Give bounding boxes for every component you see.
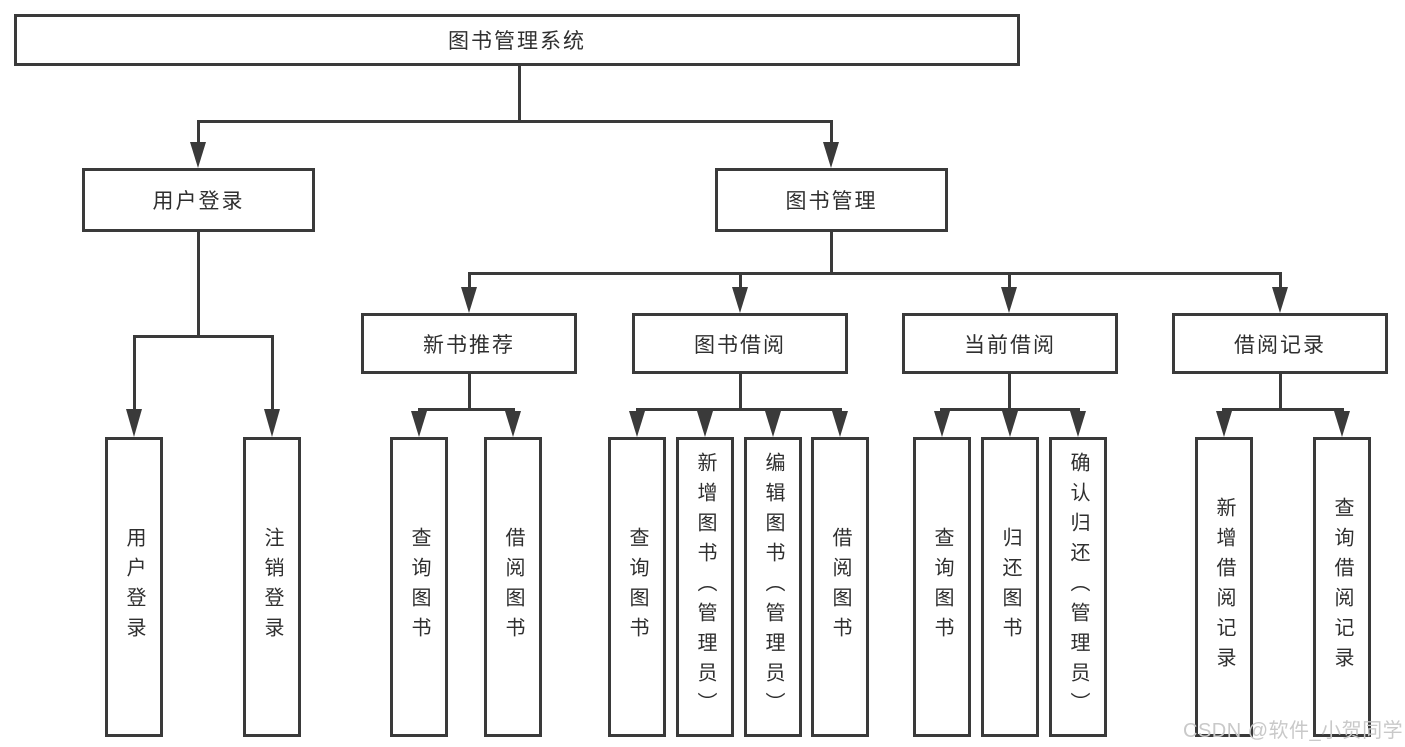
leaf-records-query-record-label: 查询借阅记录 [1331,497,1353,677]
leaf-user-login-label: 用户登录 [123,527,145,647]
arrowhead-icon [1216,411,1232,437]
leaf-current-query-books-label: 查询图书 [931,527,953,647]
leaf-records-add-record-label: 新增借阅记录 [1213,497,1235,677]
leaf-recommend-borrow-books: 借阅图书 [484,437,542,737]
leaf-current-return-books: 归还图书 [981,437,1039,737]
arrowhead-icon [934,411,950,437]
connector-level3-drop-3 [1008,272,1011,287]
arrowhead-icon [1272,287,1288,313]
arrowhead-icon [1334,411,1350,437]
leaf-logout: 注销登录 [243,437,301,737]
leaf-records-query-record: 查询借阅记录 [1313,437,1371,737]
connector-root-stem [518,66,521,120]
node-new-book-recommend-label: 新书推荐 [423,333,515,357]
node-user-login: 用户登录 [82,168,315,232]
leaf-borrow-edit-books-admin: 编辑图书（管理员） [744,437,802,737]
connector-user-login-stem [197,232,200,335]
arrowhead-icon [264,409,280,437]
leaf-user-login: 用户登录 [105,437,163,737]
arrowhead-icon [505,411,521,437]
arrowhead-icon [823,142,839,168]
connector-borrow-records-bar [1222,408,1344,411]
connector-book-borrow-bar [636,408,842,411]
node-root-label: 图书管理系统 [448,30,586,53]
connector-level3-drop-1 [468,272,471,287]
connector-book-mgmt-stem [830,232,833,272]
node-book-borrow: 图书借阅 [632,313,848,374]
arrowhead-icon [629,411,645,437]
leaf-logout-label: 注销登录 [261,527,283,647]
node-root: 图书管理系统 [14,14,1020,66]
node-borrow-records: 借阅记录 [1172,313,1388,374]
leaf-current-return-books-label: 归还图书 [999,527,1021,647]
arrowhead-icon [126,409,142,437]
connector-new-book-stem [468,374,471,408]
arrowhead-icon [190,142,206,168]
connector-borrow-records-stem [1279,374,1282,408]
node-new-book-recommend: 新书推荐 [361,313,577,374]
node-current-borrow-label: 当前借阅 [964,333,1056,357]
connector-level2-bar [197,120,833,123]
connector-level3-bar [468,272,1282,275]
arrowhead-icon [461,287,477,313]
node-book-management: 图书管理 [715,168,948,232]
leaf-borrow-borrow-books: 借阅图书 [811,437,869,737]
node-current-borrow: 当前借阅 [902,313,1118,374]
leaf-borrow-add-books-admin: 新增图书（管理员） [676,437,734,737]
node-book-borrow-label: 图书借阅 [694,333,786,357]
leaf-borrow-borrow-books-label: 借阅图书 [829,527,851,647]
leaf-current-confirm-return-admin: 确认归还（管理员） [1049,437,1107,737]
connector-user-login-drop-2 [271,335,274,409]
connector-level3-drop-4 [1279,272,1282,287]
leaf-records-add-record: 新增借阅记录 [1195,437,1253,737]
connector-level2-drop-right [830,120,833,142]
leaf-borrow-add-books-admin-label: 新增图书（管理员） [694,452,716,722]
arrowhead-icon [1001,287,1017,313]
connector-current-borrow-stem [1008,374,1011,408]
arrowhead-icon [765,411,781,437]
leaf-borrow-query-books: 查询图书 [608,437,666,737]
node-book-management-label: 图书管理 [785,190,878,213]
connector-user-login-bar [133,335,274,338]
node-user-login-label: 用户登录 [152,190,245,213]
connector-level2-drop-left [197,120,200,142]
arrowhead-icon [1070,411,1086,437]
connector-new-book-bar [418,408,515,411]
leaf-borrow-edit-books-admin-label: 编辑图书（管理员） [762,452,784,722]
connector-book-borrow-stem [739,374,742,408]
watermark: CSDN @软件_小贺同学 [1183,720,1404,742]
leaf-recommend-query-books-label: 查询图书 [408,527,430,647]
arrowhead-icon [697,411,713,437]
connector-level3-drop-2 [739,272,742,287]
leaf-current-query-books: 查询图书 [913,437,971,737]
arrowhead-icon [732,287,748,313]
leaf-borrow-query-books-label: 查询图书 [626,527,648,647]
leaf-current-confirm-return-admin-label: 确认归还（管理员） [1067,452,1089,722]
arrowhead-icon [832,411,848,437]
arrowhead-icon [411,411,427,437]
leaf-recommend-borrow-books-label: 借阅图书 [502,527,524,647]
arrowhead-icon [1002,411,1018,437]
node-borrow-records-label: 借阅记录 [1234,333,1326,357]
connector-current-borrow-bar [940,408,1080,411]
leaf-recommend-query-books: 查询图书 [390,437,448,737]
connector-user-login-drop-1 [133,335,136,409]
